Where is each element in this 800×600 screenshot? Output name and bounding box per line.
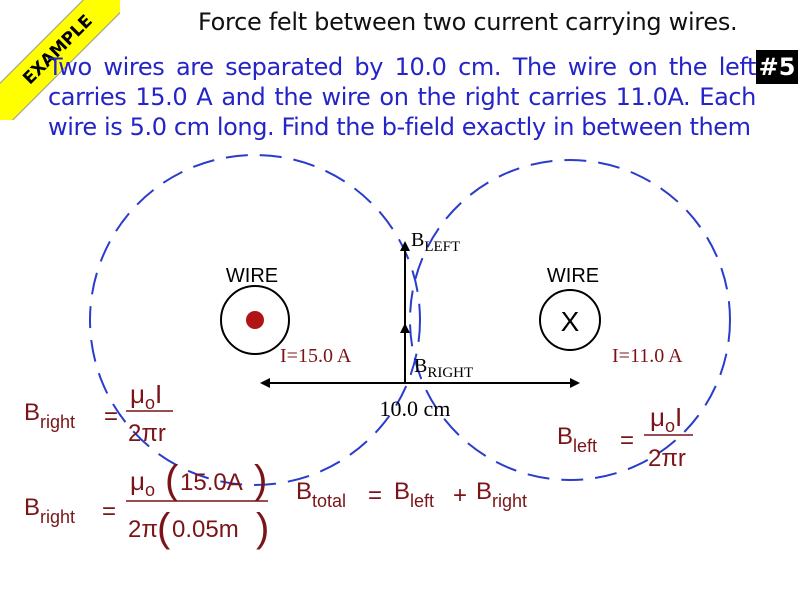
svg-text:Btotal: Btotal — [296, 478, 346, 511]
current-out-dot-icon — [246, 311, 264, 329]
svg-text:2πr: 2πr — [648, 445, 686, 472]
example-number-badge: #5 — [756, 50, 798, 84]
svg-text:μoI: μoI — [130, 379, 162, 413]
svg-text:μo: μo — [130, 466, 155, 500]
svg-text:2π: 2π — [128, 516, 158, 543]
svg-text:Bright: Bright — [24, 494, 75, 527]
svg-text:=: = — [104, 403, 118, 430]
left-wire-label: WIRE — [226, 265, 278, 287]
svg-text:μoI: μoI — [650, 402, 682, 436]
b-right-label: BRIGHT — [414, 355, 473, 381]
svg-text:(: ( — [157, 506, 171, 550]
svg-text:Bleft: Bleft — [557, 423, 597, 456]
svg-text:=: = — [620, 427, 634, 454]
right-wire — [539, 289, 601, 351]
distance-label: 10.0 cm — [380, 396, 451, 421]
svg-text:=: = — [102, 498, 116, 525]
equation-b-left-general: Bleft = μoI 2πr — [557, 402, 693, 472]
svg-text:): ) — [254, 458, 267, 502]
svg-text:(: ( — [165, 458, 179, 502]
svg-text:0.05m: 0.05m — [172, 516, 239, 543]
equation-b-total: Btotal = Bleft + Bright — [296, 478, 527, 511]
equation-b-right-substituted: Bright = μo ( 15.0A ) 2π ( 0.05m ) — [24, 458, 269, 550]
right-field-circle — [409, 159, 731, 481]
svg-text:Bright: Bright — [24, 399, 75, 432]
left-current-label: I=15.0 A — [280, 345, 352, 367]
svg-text:+: + — [453, 482, 467, 509]
svg-text:=: = — [368, 482, 382, 509]
problem-statement: Two wires are separated by 10.0 cm. The … — [48, 53, 756, 141]
svg-text:Bleft: Bleft — [394, 478, 434, 511]
left-field-circle — [89, 154, 421, 486]
svg-text:Bright: Bright — [476, 478, 527, 511]
slide-title: Force felt between two current carrying … — [198, 8, 738, 36]
current-in-x-icon: X — [561, 306, 580, 337]
svg-text:2πr: 2πr — [128, 420, 166, 447]
right-current-label: I=11.0 A — [612, 345, 683, 367]
equation-b-right-general: Bright = μoI 2πr — [24, 379, 173, 447]
right-wire-label: WIRE — [547, 265, 599, 287]
svg-text:): ) — [256, 506, 269, 550]
svg-text:15.0A: 15.0A — [180, 469, 243, 496]
b-left-label: BLEFT — [411, 229, 460, 255]
